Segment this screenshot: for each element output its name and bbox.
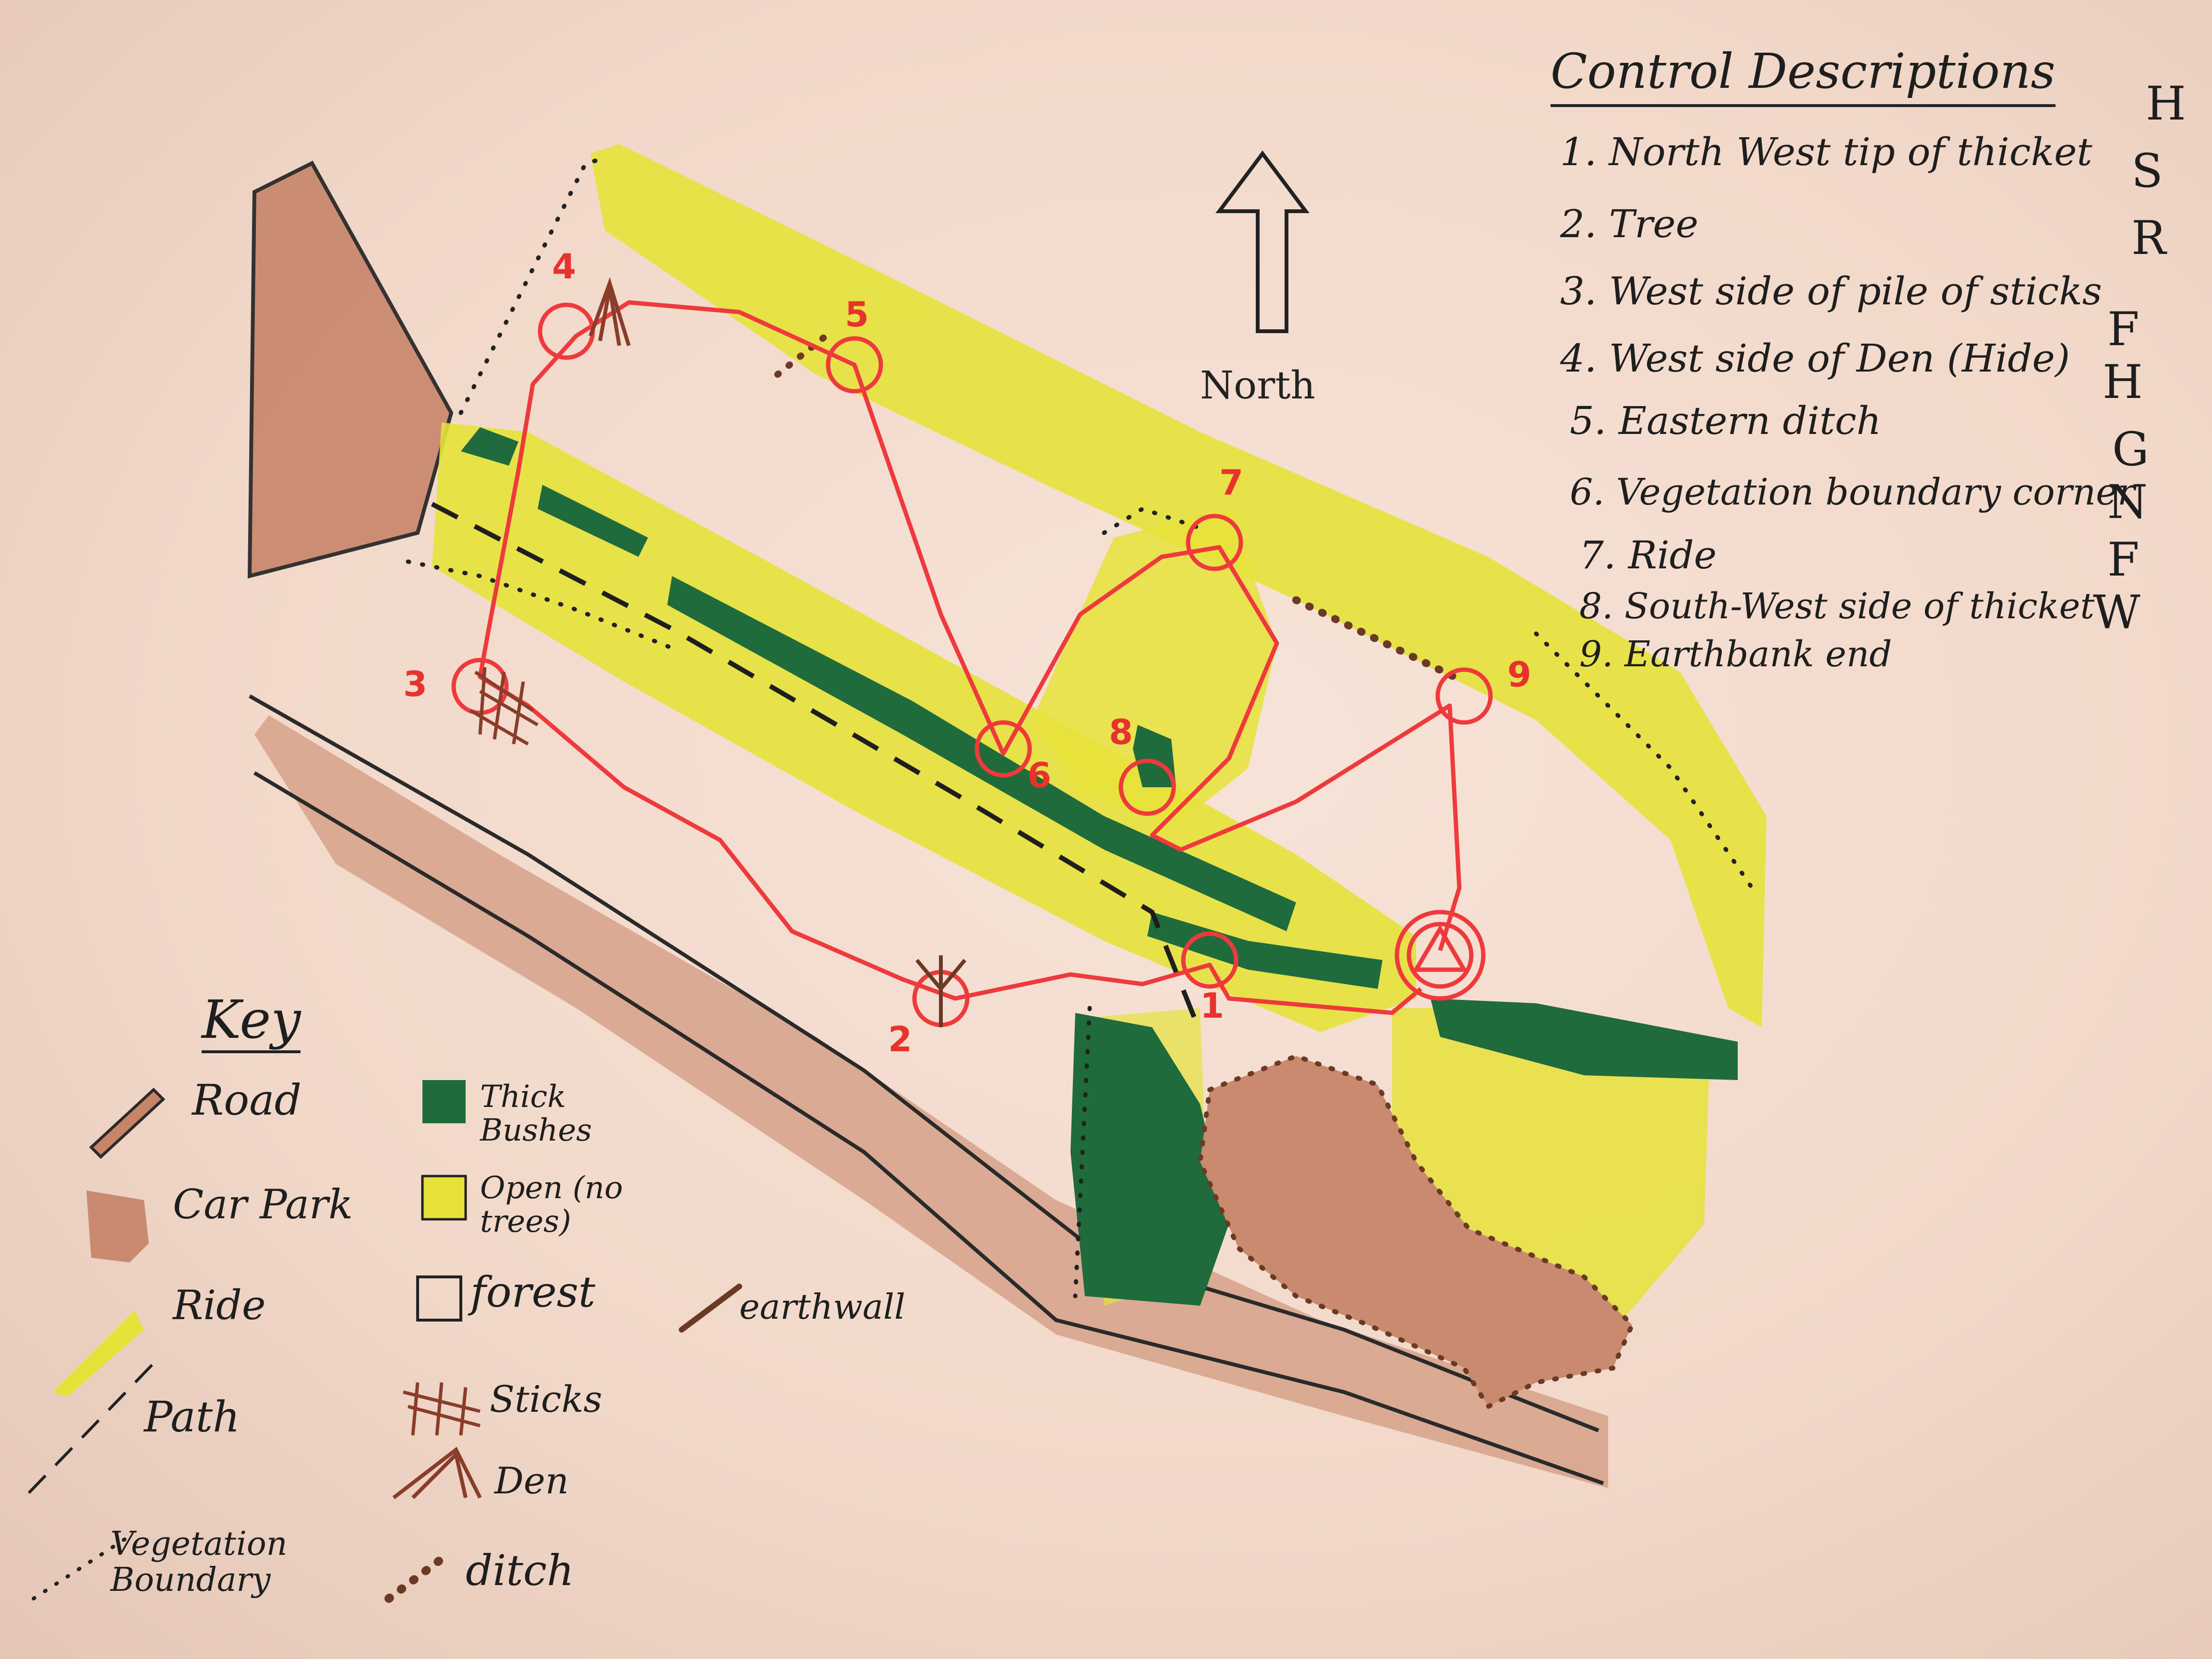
legend-open-label: Open (no trees): [480, 1170, 623, 1240]
control-code-7: N: [2107, 475, 2148, 529]
den-feature-map: [589, 277, 631, 347]
north-arrow: [1215, 150, 1310, 333]
legend-road-label: Road: [192, 1075, 302, 1125]
control-desc-5: 5. Eastern ditch: [1570, 398, 1881, 443]
control-code-3: R: [2131, 211, 2166, 265]
thick-bushes-block-lower: [1070, 1013, 1229, 1306]
open-area-middle: [1032, 509, 1277, 826]
control-number-7: 7: [1219, 462, 1243, 503]
legend-ditch-swatch: [385, 1551, 451, 1603]
thick-bushes-right: [1431, 998, 1738, 1080]
ditch-small: [774, 333, 829, 378]
control-circle-6: [974, 720, 1032, 778]
control-descriptions-title: Control Descriptions: [1551, 43, 2056, 107]
legend-ride-label: Ride: [173, 1282, 266, 1329]
earthwall-area: [1197, 1053, 1635, 1410]
legend-carpark-label: Car Park: [173, 1181, 353, 1228]
legend-sticks-label: Sticks: [490, 1378, 602, 1420]
ride-upper: [590, 144, 1767, 1027]
legend-path-swatch: [27, 1362, 155, 1494]
control-number-3: 3: [403, 664, 427, 704]
road-edge-top: [249, 694, 1599, 1432]
legend-sticks-swatch: [403, 1382, 481, 1436]
vegetation-boundary-right: [1534, 631, 1755, 890]
control-number-6: 6: [1027, 755, 1051, 795]
legend-thick-label: Thick Bushes: [480, 1079, 592, 1149]
legend-thick-swatch: [422, 1080, 466, 1123]
thick-bushes-strip-4: [1147, 912, 1382, 989]
thick-bushes-strip-1: [461, 427, 518, 466]
vegetation-boundary-middle: [1102, 506, 1202, 535]
car-park-area: [247, 160, 454, 579]
control-desc-7: 7. Ride: [1579, 533, 1717, 577]
legend-ditch-label: ditch: [466, 1546, 574, 1595]
vegetation-boundary-lower: [1073, 1006, 1092, 1298]
control-circle-7: [1186, 514, 1243, 571]
control-number-8: 8: [1109, 712, 1133, 752]
ditch-upper: [1292, 596, 1468, 685]
legend-vegbound-label: Vegetation Boundary: [110, 1525, 288, 1599]
tree-feature-map: [915, 955, 967, 1027]
control-desc-8: 8. South-West side of thicket: [1579, 586, 2095, 627]
legend-earthwall-label: earthwall: [739, 1286, 905, 1327]
control-circle-9: [1435, 667, 1493, 725]
finish-circle-inner: [1407, 922, 1474, 989]
thick-bushes-strip-3: [667, 576, 1296, 931]
road: [254, 715, 1608, 1488]
control-code-9: W: [2093, 586, 2140, 639]
control-code-2: S: [2131, 144, 2163, 198]
road-edge-bottom: [253, 771, 1604, 1485]
control-desc-6: 6. Vegetation boundary corner: [1570, 470, 2135, 513]
thick-bushes-strip-2: [538, 485, 648, 557]
legend-earthwall-swatch: [679, 1284, 742, 1333]
control-circle-8: [1118, 758, 1176, 816]
control-number-1: 1: [1200, 986, 1224, 1026]
legend-carpark-swatch: [86, 1190, 149, 1262]
thick-bushes-small: [1133, 725, 1176, 787]
legend-vegbound-swatch: [32, 1534, 132, 1600]
sticks-feature-map: [469, 667, 539, 746]
control-code-5: H: [2103, 355, 2143, 409]
control-code-4: F: [2107, 302, 2140, 356]
control-number-2: 2: [888, 1019, 912, 1059]
control-code-1: H: [2146, 77, 2186, 131]
path-dashed: [431, 502, 1202, 1033]
north-label: North: [1200, 363, 1315, 408]
legend-forest-label: forest: [470, 1267, 596, 1317]
control-desc-2: 2. Tree: [1560, 202, 1699, 246]
legend-forest-swatch: [416, 1275, 462, 1322]
legend-ride-swatch: [53, 1310, 144, 1397]
legend-swatches: [27, 1080, 742, 1603]
legend-den-label: Den: [494, 1459, 569, 1502]
control-code-6: G: [2112, 422, 2149, 476]
key-title: Key: [202, 989, 301, 1053]
course-line: [478, 300, 1462, 1015]
control-circle-1: [1181, 931, 1238, 989]
control-code-8: F: [2107, 533, 2140, 587]
start-triangle: [1412, 925, 1468, 972]
control-desc-3: 3. West side of pile of sticks: [1560, 269, 2102, 313]
legend-den-swatch: [392, 1446, 482, 1500]
control-number-5: 5: [845, 294, 869, 335]
legend-road-swatch: [89, 1087, 166, 1159]
legend-path-label: Path: [144, 1392, 240, 1442]
vegetation-boundary-top: [458, 156, 607, 415]
control-circle-5: [826, 336, 883, 394]
control-desc-1: 1. North West tip of thicket: [1560, 130, 2092, 174]
finish-circle-outer: [1395, 910, 1486, 1001]
control-number-4: 4: [552, 246, 576, 287]
legend-open-swatch: [421, 1175, 467, 1221]
control-desc-9: 9. Earthbank end: [1579, 634, 1892, 675]
control-desc-4: 4. West side of Den (Hide): [1560, 336, 2070, 381]
control-number-9: 9: [1507, 654, 1531, 695]
